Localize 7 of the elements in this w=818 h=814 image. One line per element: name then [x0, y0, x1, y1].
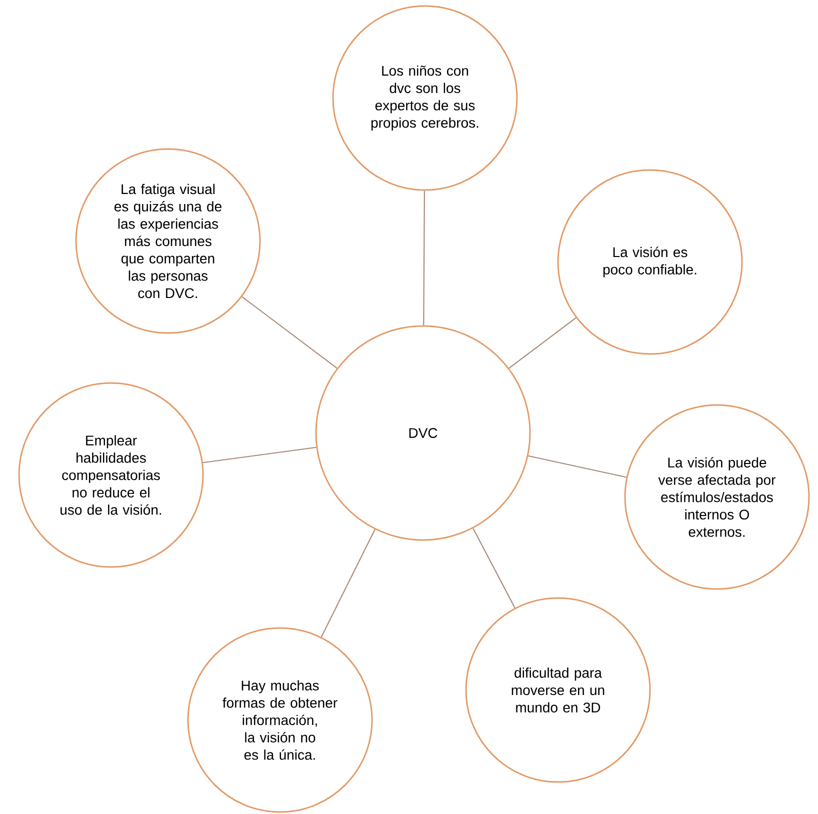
- connector-line: [242, 296, 338, 369]
- connector-line: [508, 317, 576, 369]
- connector-line: [202, 446, 316, 464]
- connector-line: [320, 529, 376, 638]
- connector-line: [423, 190, 425, 326]
- connector-line: [472, 528, 516, 608]
- connector-line: [528, 455, 626, 478]
